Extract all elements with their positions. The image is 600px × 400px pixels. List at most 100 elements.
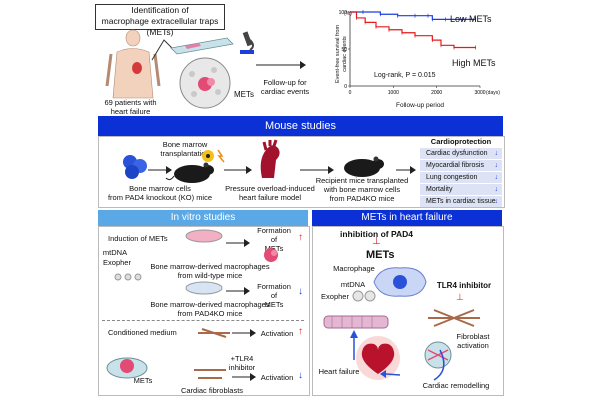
donor-mouse-icon [165,162,214,183]
fibroblasts-icon-bottom [194,369,226,379]
wt-cells [114,273,142,281]
bmdm-wt-label: Bone marrow-derived macrophages from wil… [150,262,270,280]
mouse-studies-panel [98,136,505,208]
formation-up-arrow: ↑ [298,232,303,243]
identification-title-box: Identification of macrophage extracellul… [95,4,225,37]
patients-label: 69 patients with heart failure [104,98,157,116]
remodelling-label: Cardiac remodelling [422,381,490,390]
bm-arrow [148,166,172,174]
bone-marrow-transplant-label: Bone marrow transplantation [160,140,210,158]
activation-up-arrow: ↑ [298,326,303,337]
decrease-arrow-icon: ↓ [494,150,499,157]
cardioprotection-item-label: METs in cardiac tissue [426,198,496,205]
mouse-to-tac-arrow [224,166,252,174]
followup-label: Follow-up for cardiac events [260,78,310,96]
heart-icon [356,336,400,380]
activation-label-1: Activation [260,329,294,338]
heart-failure-label: Heart failure [318,367,360,376]
identification-title: Identification of macrophage extracellul… [101,5,219,37]
cardioprotection-item-label: Mortality [426,186,453,193]
slide-icon [170,37,234,55]
in-vitro-band: In vitro studies [98,210,308,226]
formation-down-arrow: ↓ [298,286,303,297]
dish-wt [185,229,223,243]
wt-arrow [226,239,250,247]
exopher-label-hf: Exopher [321,292,349,301]
x-tick-label: 2000 [431,90,442,96]
tlr4-label: +TLR4 inhibitor [228,354,256,372]
recipient-label: Recipient mice transplanted with bone ma… [315,176,409,203]
y-tick-label: 100 [339,10,348,16]
patient-to-slide-arrow [151,39,173,61]
macrophage-icon [373,267,427,297]
cardioprotection-item-label: Myocardial fibrosis [426,162,484,169]
bm-cells-icon [123,155,147,179]
aorta-icon [260,139,280,178]
tlr4-arrow [232,373,256,381]
mets-big-label: METs [366,249,395,261]
formation-label-wt: Formation of METs [257,226,291,253]
tac-to-recipient-arrow [300,166,334,174]
fibroblasts-label: Cardiac fibroblasts [180,386,244,395]
microscope-icon [240,31,254,54]
legend-high-mets: High METs [452,58,496,68]
chart-annotation: Log-rank, P = 0.015 [374,72,436,79]
activation-down-arrow: ↓ [298,370,303,381]
remodelling-icon [424,341,452,369]
fibroblast-hf-icon [428,309,480,327]
macrophage-label: Macrophage [333,264,375,273]
inhibition-label: inhibition of PAD4 [340,229,414,239]
dish-ko [185,281,223,295]
mets-label-top: METs [234,90,254,99]
exopher-label: Exopher [103,258,131,267]
in-vitro-divider [102,320,304,321]
cardioprotection-list: Cardiac dysfunction↓Myocardial fibrosis↓… [420,148,502,208]
cardiomyocyte-icon [323,315,389,329]
patient-figure [105,29,161,99]
cardioprotection-item: Mortality ↓ [420,184,502,195]
bmdm-ko-label: Bone marrow-derived macrophages from PAD… [150,300,270,318]
mouse-studies-band: Mouse studies [98,116,503,136]
cm-arrow [232,329,256,337]
cardioprotection-item-label: Lung congestion [426,174,478,181]
fibroblasts-icon-top [198,328,230,338]
pressure-overload-label: Pressure overload-induced heart failure … [225,184,315,202]
bm-cells-label: Bone marrow cells from PAD4 knockout (KO… [107,184,213,202]
mets-dish [106,357,148,379]
tlr4-t-bar: ⊥ [456,292,464,302]
conditioned-medium-label: Conditioned medium [108,328,177,337]
in-vitro-panel [98,226,310,396]
decrease-arrow-icon: ↓ [494,198,499,205]
cardioprotection-item: METs in cardiac tissue↓ [420,196,502,207]
induction-label: Induction of METs [108,234,168,243]
mets-label-invitro: METs [133,376,153,385]
cardioprotection-title: Cardioprotection [430,137,492,146]
heart-failure-panel [312,226,504,396]
followup-arrow [256,61,306,69]
recipient-to-card-arrow [396,166,416,174]
mtdna-label: mtDNA [102,248,128,257]
exopher-icon [352,290,376,302]
decrease-arrow-icon: ↓ [494,174,499,181]
ko-arrow [226,287,250,295]
legend-low-mets: Low METs [450,14,492,24]
mets-stain-image [179,57,231,109]
inhibition-t-bar: ⊥ [372,236,381,247]
recipient-mouse-icon [344,156,384,177]
x-tick-label: 0 [349,90,352,96]
cardioprotection-item-label: Cardiac dysfunction [426,150,488,157]
chart-xlabel: Follow-up period [396,102,445,109]
decrease-arrow-icon: ↓ [494,186,499,193]
mets-cell-wt [264,248,278,262]
radiation-icon [202,149,225,163]
formation-label-ko: Formation of METs [257,282,291,309]
cardioprotection-item: Cardiac dysfunction ↓ [420,148,502,159]
y-tick-label: 0 [344,84,347,90]
y-tick-label: 50 [341,47,347,53]
x-tick-label: 1000 [388,90,399,96]
tlr4-inhibitor-label: TLR4 inhibitor [436,281,492,290]
chart-x-unit: (days) [486,90,500,96]
chart-y-unit: (%) [344,11,352,17]
cardioprotection-item: Myocardial fibrosis↓ [420,160,502,171]
